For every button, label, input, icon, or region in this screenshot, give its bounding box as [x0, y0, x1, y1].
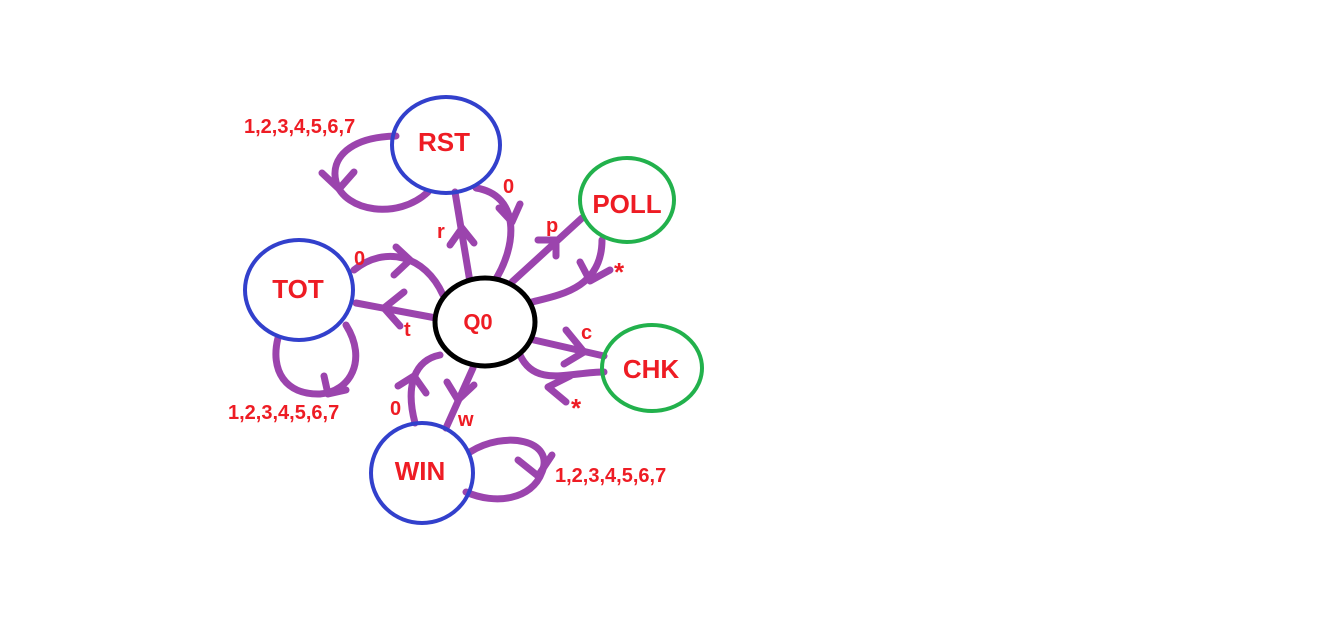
edge-tot-to-q0 — [350, 252, 447, 299]
node-chk-label: CHK — [623, 354, 680, 384]
edge-q0-to-poll — [508, 214, 586, 286]
label-q0-to-tot: t — [404, 319, 411, 341]
nodes: RST POLL CHK TOT WIN Q0 — [243, 95, 704, 525]
label-win-to-q0: 0 — [390, 398, 401, 420]
label-q0-to-poll: p — [546, 215, 558, 237]
node-tot-label: TOT — [272, 274, 324, 304]
label-win-self-loop: 1,2,3,4,5,6,7 — [555, 465, 666, 487]
node-win — [369, 421, 475, 525]
node-rst-label: RST — [418, 127, 470, 157]
label-poll-to-q0: * — [614, 257, 625, 287]
edge-tot-self-loop — [272, 321, 360, 398]
node-q0-label: Q0 — [463, 310, 492, 335]
edges — [272, 132, 614, 503]
edge-poll-to-q0 — [528, 236, 606, 306]
arrowhead-win-self-loop — [514, 451, 556, 480]
arrowhead-q0-to-chk — [560, 326, 588, 368]
label-q0-to-win: w — [457, 409, 474, 431]
arrowhead-poll-to-q0 — [576, 258, 614, 285]
node-poll-label: POLL — [592, 189, 661, 219]
edge-q0-to-tot — [352, 299, 440, 322]
arrowhead-chk-to-q0 — [544, 372, 574, 406]
label-tot-to-q0: 0 — [354, 248, 365, 270]
edge-chk-to-q0 — [516, 351, 608, 380]
arrowhead-tot-to-q0 — [390, 243, 414, 279]
arrowhead-tot-self-loop — [320, 372, 350, 398]
node-poll — [578, 156, 676, 244]
arrowhead-q0-to-tot — [380, 288, 408, 330]
edge-rst-to-q0 — [472, 184, 515, 286]
arrowhead-win-to-q0 — [394, 372, 430, 397]
node-win-label: WIN — [395, 456, 446, 486]
arrowhead-q0-to-rst — [446, 224, 478, 249]
label-rst-to-q0: 0 — [503, 176, 514, 198]
label-q0-to-chk: c — [581, 322, 592, 344]
arrowhead-q0-to-poll — [534, 236, 560, 260]
edge-q0-to-chk — [530, 336, 608, 360]
arrowhead-rst-self-loop — [318, 168, 358, 193]
label-chk-to-q0: * — [571, 393, 582, 423]
node-tot — [243, 238, 355, 342]
label-rst-self-loop: 1,2,3,4,5,6,7 — [244, 116, 355, 138]
edge-q0-to-rst — [451, 188, 474, 286]
node-chk — [600, 323, 704, 413]
edge-labels: 1,2,3,4,5,6,7 0 r p * c * 0 t 1,2,3,4,5,… — [228, 116, 666, 487]
arrowhead-rst-to-q0 — [495, 200, 524, 226]
arrowhead-q0-to-win — [443, 378, 478, 404]
label-tot-self-loop: 1,2,3,4,5,6,7 — [228, 402, 339, 424]
node-rst — [390, 95, 502, 195]
node-q0 — [432, 275, 538, 369]
label-q0-to-rst: r — [437, 221, 445, 243]
